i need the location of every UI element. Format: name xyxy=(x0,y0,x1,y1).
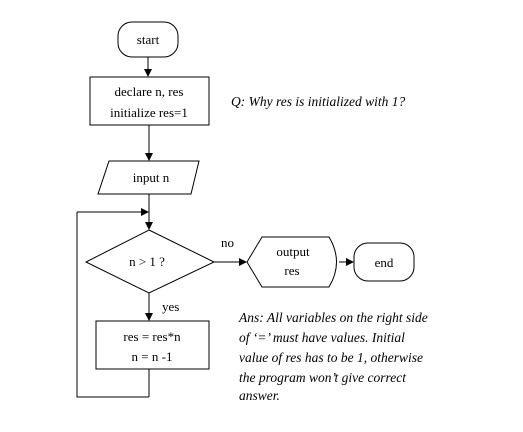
process-line-2: n = n -1 xyxy=(132,349,173,364)
decision-label: n > 1 ? xyxy=(129,254,165,269)
answer-line-1: Ans: All variables on the right side xyxy=(238,310,428,325)
answer-line-4: the program won’t give correct xyxy=(239,370,407,385)
output-line-1: output xyxy=(276,244,310,259)
answer-line-3: value of res has to be 1, otherwise xyxy=(239,350,423,365)
process-box xyxy=(95,320,210,370)
end-terminal xyxy=(353,242,415,282)
loop-back-line xyxy=(76,212,149,398)
declare-box xyxy=(89,76,210,126)
input-parallelogram xyxy=(97,160,200,195)
output-shape xyxy=(246,236,337,288)
no-label: no xyxy=(221,235,234,250)
input-label: input n xyxy=(133,170,170,185)
answer-line-5: answer. xyxy=(239,388,280,403)
output-line-2: res xyxy=(284,263,299,278)
declare-line-2: initialize res=1 xyxy=(110,105,188,120)
start-label: start xyxy=(137,32,160,47)
yes-label: yes xyxy=(162,299,179,314)
declare-line-1: declare n, res xyxy=(115,84,184,99)
answer-line-2: of ‘=’ must have values. Initial xyxy=(239,330,405,345)
question-note: Q: Why res is initialized with 1? xyxy=(231,94,405,109)
process-line-1: res = res*n xyxy=(123,329,181,344)
end-label: end xyxy=(375,255,394,270)
